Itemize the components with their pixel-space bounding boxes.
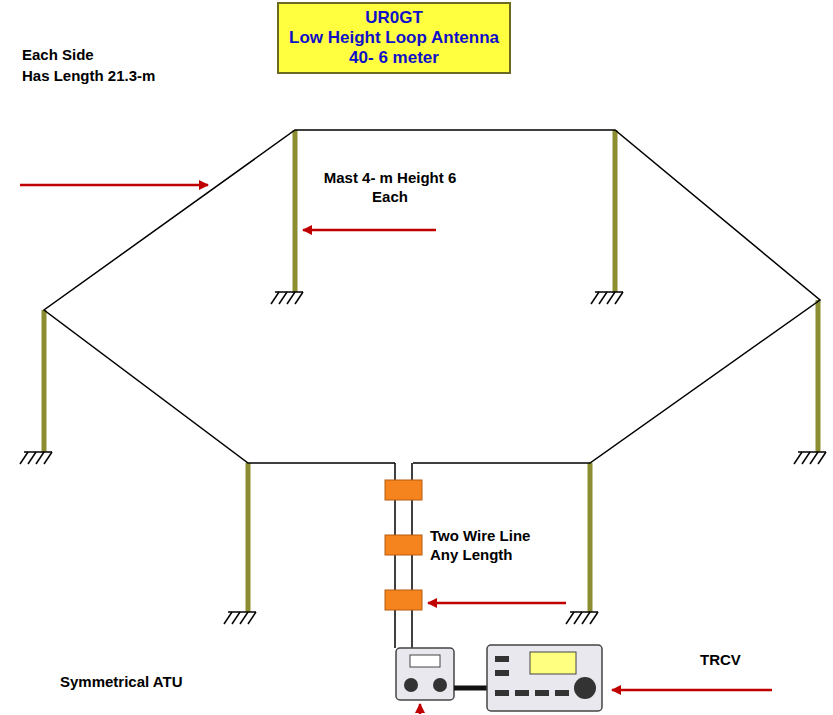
trcv-button [495, 656, 509, 662]
pointer-arrow [303, 229, 436, 232]
trcv-case [487, 645, 602, 711]
title-text: 40- 6 meter [289, 48, 499, 68]
ladder-line [385, 463, 422, 648]
ground-hatch [591, 292, 599, 304]
mast [246, 463, 251, 612]
ground-hatch [287, 292, 295, 304]
transceiver-symbol [487, 645, 602, 711]
trcv-button [535, 690, 549, 696]
pointer-arrow [612, 689, 772, 692]
ground-hatch [232, 612, 240, 624]
ground-hatch [574, 612, 582, 624]
title-text: UR0GT [289, 8, 499, 28]
trcv-button [495, 690, 509, 696]
ground-hatch [248, 612, 256, 624]
insulator [385, 480, 422, 500]
pointer-arrows [20, 185, 772, 714]
dimension-label: Each Side [22, 45, 94, 64]
trcv-label: TRCV [700, 650, 741, 669]
ground-hatch [240, 612, 248, 624]
ground-hatch [295, 292, 303, 304]
ground-hatch [582, 612, 590, 624]
atu-knob [433, 678, 447, 692]
atu-case [396, 648, 454, 700]
trcv-display [530, 652, 576, 674]
pointer-arrow [419, 704, 422, 714]
ground-hatch [794, 452, 802, 464]
ground-hatch [28, 452, 36, 464]
mast [816, 300, 821, 452]
ground-hatch [224, 612, 232, 624]
insulator [385, 590, 422, 610]
ground-hatch [271, 292, 279, 304]
trcv-knob [574, 677, 596, 699]
atu-label: Symmetrical ATU [60, 672, 183, 691]
insulator [385, 535, 422, 555]
feeder-label: Two Wire Line Any Length [430, 526, 552, 564]
ground-hatch [607, 292, 615, 304]
dimension-label: Has Length 21.3-m [22, 66, 155, 85]
loop-wire [44, 130, 820, 463]
pointer-arrow [428, 602, 566, 605]
ground-hatch [44, 452, 52, 464]
ground-hatch [590, 612, 598, 624]
mast [613, 130, 618, 292]
ground-hatch [802, 452, 810, 464]
ground-hatch [818, 452, 826, 464]
trcv-button [555, 690, 569, 696]
mast [42, 310, 47, 452]
title-text: Low Height Loop Antenna [289, 28, 499, 48]
ground-hatch [279, 292, 287, 304]
coax-cable [454, 686, 487, 691]
atu-knob [404, 678, 418, 692]
mast-label: Mast 4- m Height 6 Each [322, 168, 458, 206]
title-box: UR0GTLow Height Loop Antenna40- 6 meter [277, 2, 511, 74]
ground-hatch [20, 452, 28, 464]
pointer-arrow [20, 184, 208, 187]
atu-symbol [396, 648, 454, 700]
mast [293, 130, 298, 292]
trcv-button [515, 690, 529, 696]
ground-hatch [810, 452, 818, 464]
ground-hatch [36, 452, 44, 464]
ground-hatch [566, 612, 574, 624]
trcv-button [495, 670, 509, 676]
ground-hatch [615, 292, 623, 304]
ground-hatch [599, 292, 607, 304]
mast [588, 463, 593, 612]
atu-meter [410, 655, 440, 667]
ground-symbols [20, 292, 826, 624]
